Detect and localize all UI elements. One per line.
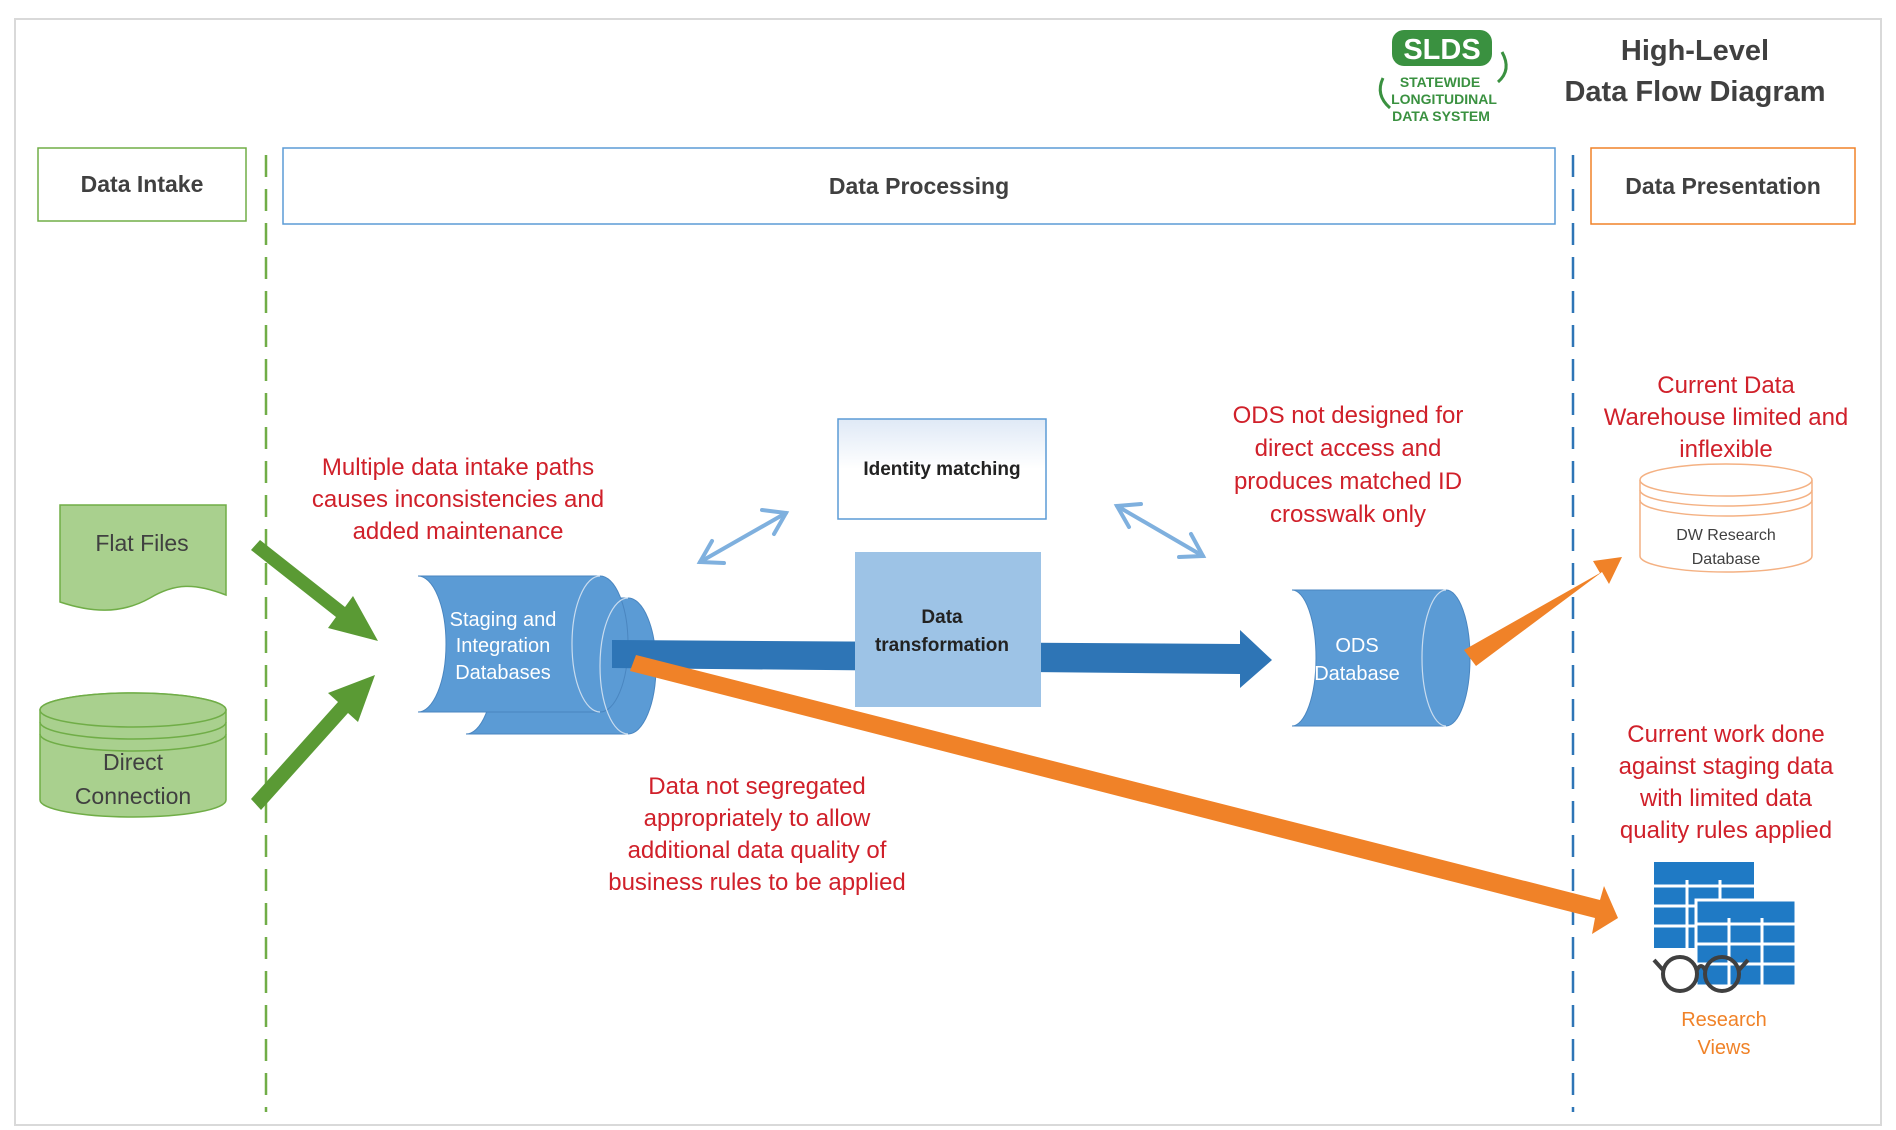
flow-arrow-staging-to-research xyxy=(630,655,1618,934)
ods-label-line1: ODS xyxy=(1335,635,1378,657)
note-staging-work-line: Current work done xyxy=(1627,721,1824,748)
transform-label-line2: transformation xyxy=(875,635,1009,656)
dw-research-db: DW Research Database xyxy=(1639,463,1813,573)
staging-integration-db: Staging and Integration Databases xyxy=(417,575,657,735)
flow-arrow-ods-to-dw xyxy=(1464,557,1622,666)
note-staging-work-line: against staging data xyxy=(1619,753,1834,780)
staging-label-line2: Integration xyxy=(456,635,551,657)
ods-database: ODS Database xyxy=(1291,589,1471,727)
research-views-icon: Research Views xyxy=(1652,862,1798,1059)
note-staging-work-line: with limited data xyxy=(1639,785,1813,812)
logo-abbr: SLDS xyxy=(1403,34,1480,66)
identity-link-right xyxy=(1113,502,1207,559)
note-staging-work-line: quality rules applied xyxy=(1620,817,1832,844)
section-header-processing: Data Processing xyxy=(282,147,1556,225)
glasses-icon xyxy=(1652,955,1750,993)
note-segregation-line: Data not segregated xyxy=(648,773,866,800)
note-segregation-line: appropriately to allow xyxy=(644,805,871,832)
note-ods-line: direct access and xyxy=(1255,435,1442,462)
title-line1: High-Level xyxy=(1621,35,1769,67)
note-ods: ODS not designed for direct access and p… xyxy=(1233,402,1464,528)
direct-connection-source: Direct Connection xyxy=(39,692,227,818)
intake-arrow-flat-files xyxy=(251,540,378,641)
note-staging-work: Current work done against staging data w… xyxy=(1619,721,1834,844)
identity-label: Identity matching xyxy=(863,459,1020,480)
transform-label-line1: Data xyxy=(921,607,963,628)
logo-line2: LONGITUDINAL xyxy=(1391,91,1497,107)
note-intake-paths: Multiple data intake paths causes incons… xyxy=(312,454,604,545)
note-ods-line: ODS not designed for xyxy=(1233,402,1464,429)
note-intake-line: added maintenance xyxy=(353,518,564,545)
section-processing-label: Data Processing xyxy=(829,173,1009,199)
note-warehouse-line: Current Data xyxy=(1657,372,1795,399)
direct-label-line2: Connection xyxy=(75,783,191,809)
direct-label-line1: Direct xyxy=(103,749,164,775)
note-warehouse-line: inflexible xyxy=(1679,436,1772,463)
staging-label-line3: Databases xyxy=(455,662,551,684)
note-ods-line: produces matched ID xyxy=(1234,468,1462,495)
intake-arrow-direct xyxy=(251,675,375,810)
title-line2: Data Flow Diagram xyxy=(1564,76,1825,108)
flat-files-source: Flat Files xyxy=(59,504,227,611)
identity-link-left xyxy=(696,508,790,565)
dw-label-line2: Database xyxy=(1692,551,1761,568)
section-header-intake: Data Intake xyxy=(37,147,247,222)
flat-files-label: Flat Files xyxy=(95,530,188,556)
data-transformation-box: Data transformation xyxy=(855,552,1041,707)
note-intake-line: Multiple data intake paths xyxy=(322,454,594,481)
note-segregation-line: additional data quality of xyxy=(628,837,887,864)
logo-line3: DATA SYSTEM xyxy=(1392,108,1490,124)
staging-label-line1: Staging and xyxy=(450,609,557,631)
note-intake-line: causes inconsistencies and xyxy=(312,486,604,513)
note-segregation: Data not segregated appropriately to all… xyxy=(608,773,906,896)
research-label-line2: Views xyxy=(1698,1037,1751,1059)
slds-logo: SLDS STATEWIDE LONGITUDINAL DATA SYSTEM xyxy=(1378,30,1508,124)
note-segregation-line: business rules to be applied xyxy=(608,869,906,896)
ods-label-line2: Database xyxy=(1314,663,1400,685)
note-warehouse-line: Warehouse limited and xyxy=(1604,404,1849,431)
section-intake-label: Data Intake xyxy=(81,171,204,197)
dw-label-line1: DW Research xyxy=(1676,527,1776,544)
logo-line1: STATEWIDE xyxy=(1400,74,1480,90)
section-header-presentation: Data Presentation xyxy=(1590,147,1856,225)
note-ods-line: crosswalk only xyxy=(1270,501,1426,528)
identity-matching-box: Identity matching xyxy=(837,418,1047,520)
research-label-line1: Research xyxy=(1681,1009,1767,1031)
note-warehouse: Current Data Warehouse limited and infle… xyxy=(1604,372,1849,463)
section-presentation-label: Data Presentation xyxy=(1625,173,1821,199)
